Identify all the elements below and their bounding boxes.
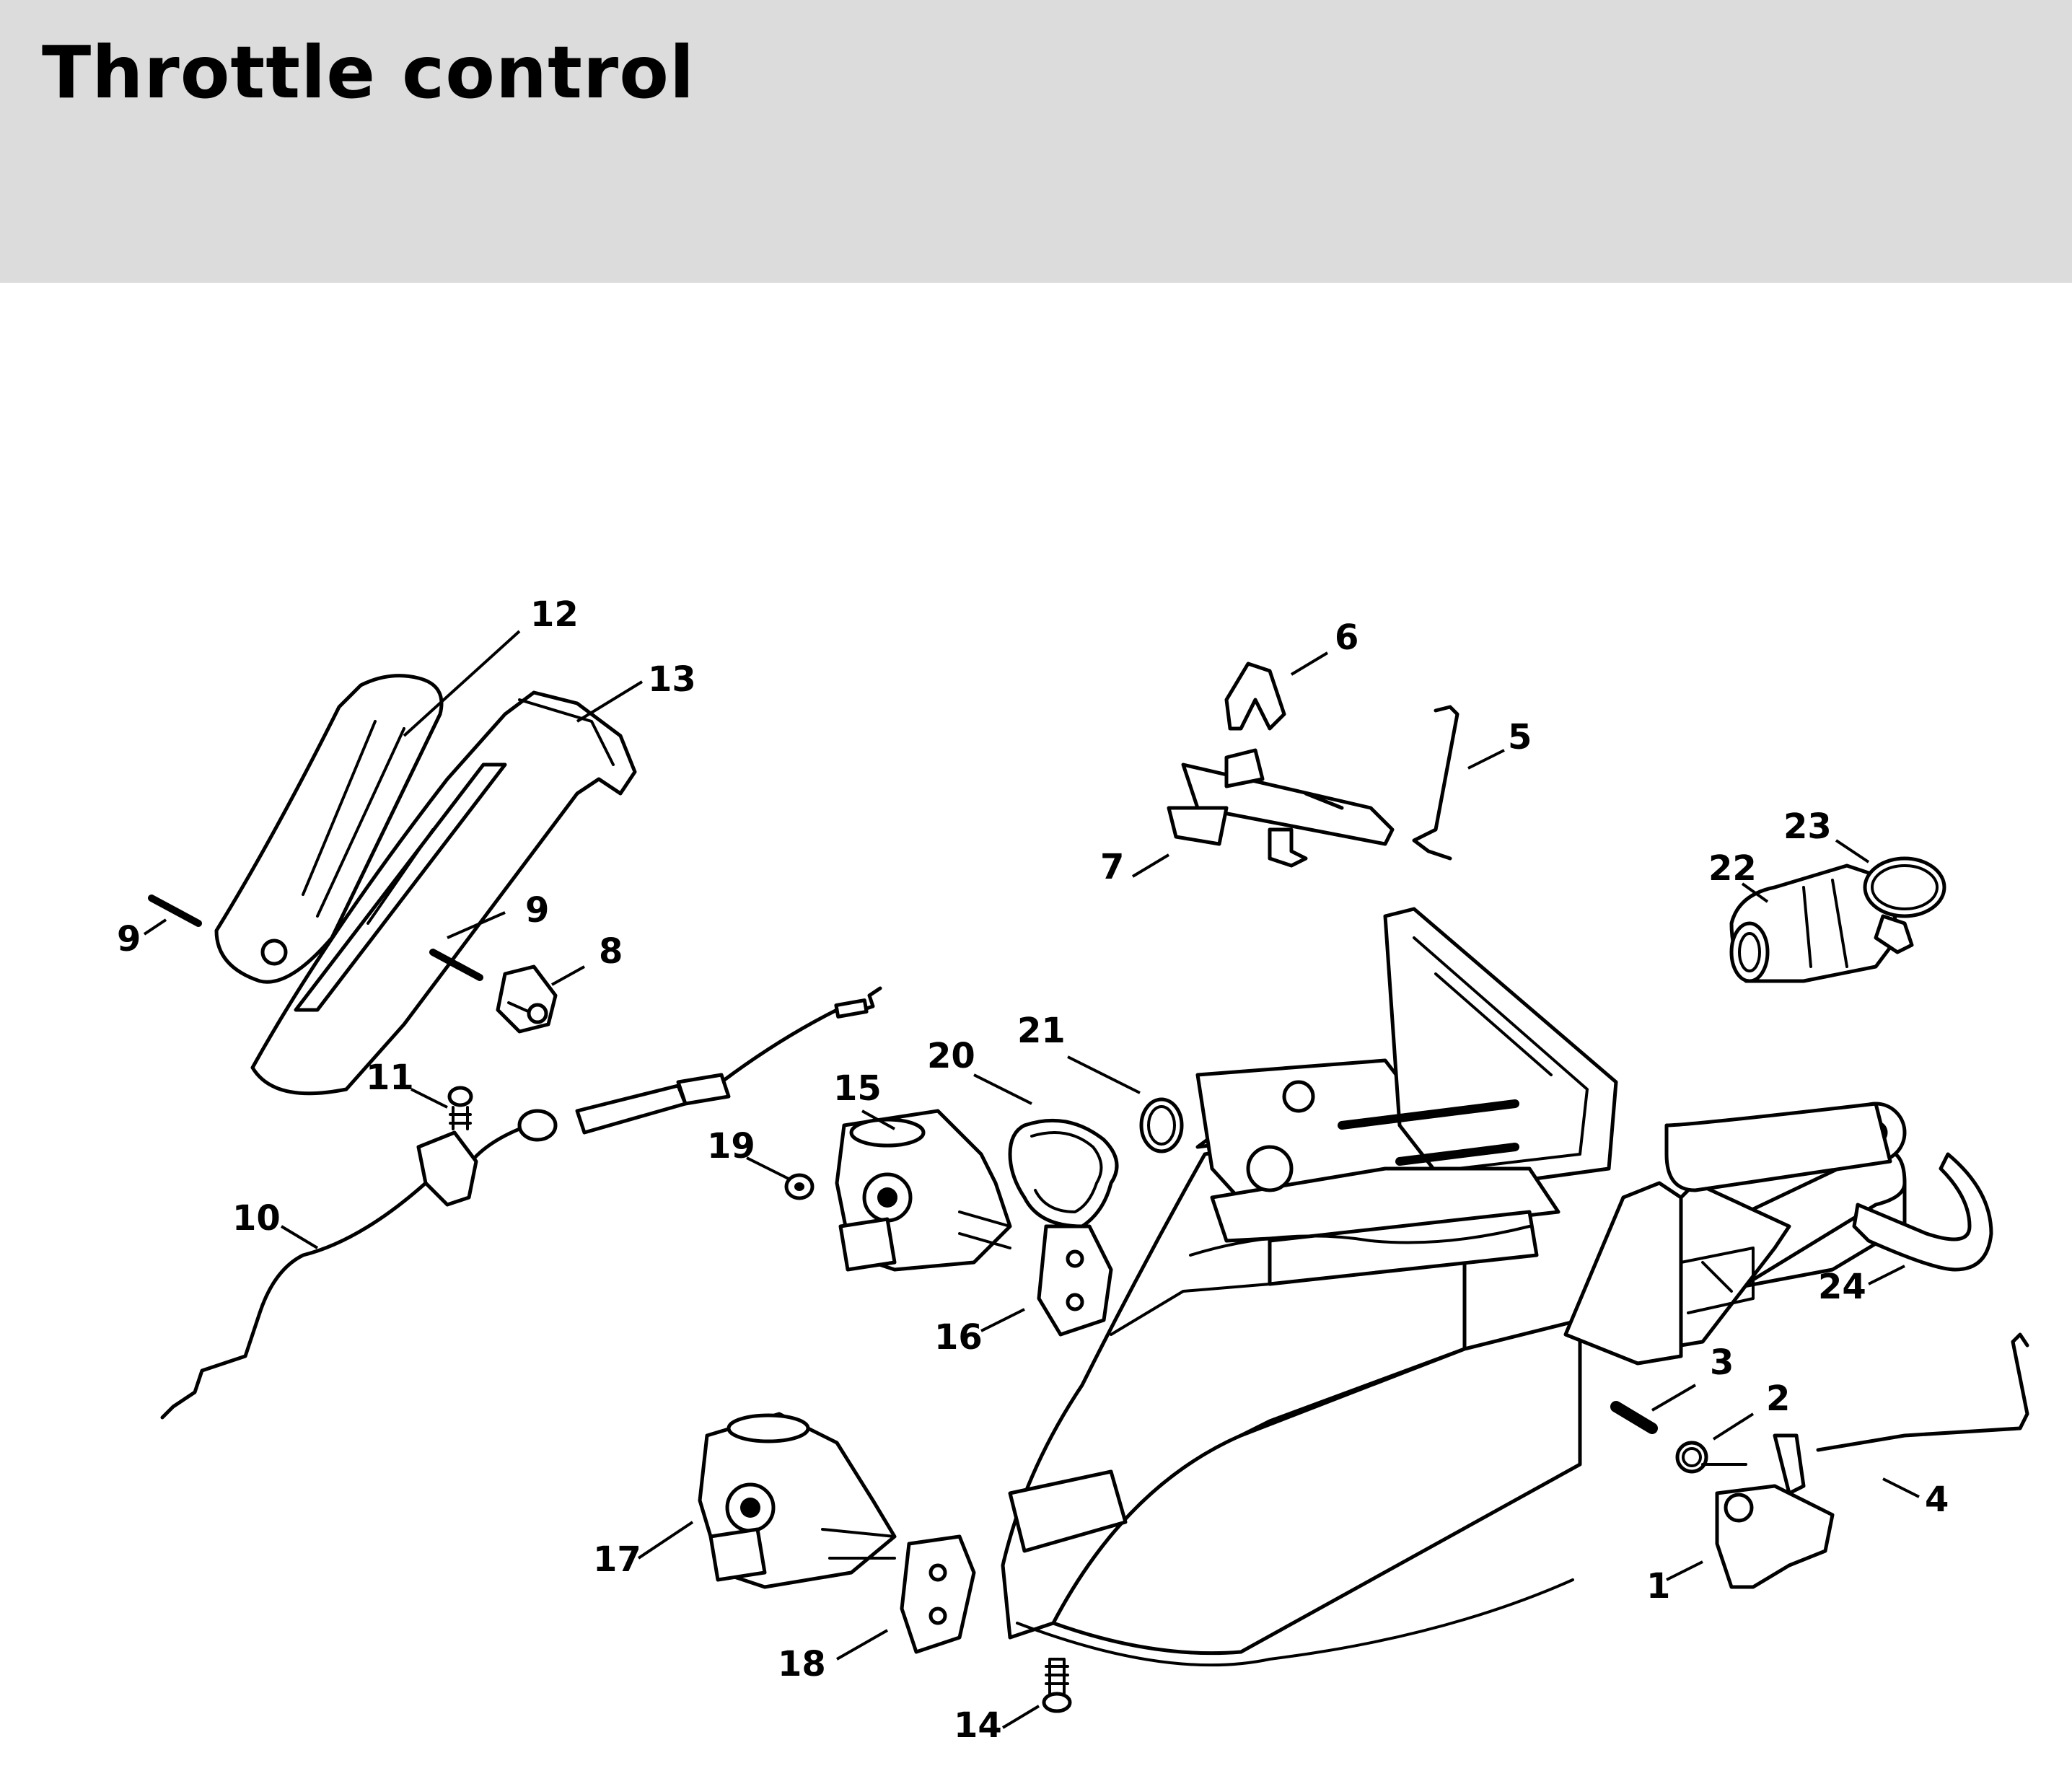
header-bar: Throttle control [0,0,2072,283]
part-19-nut [784,1173,815,1200]
callout-12: 12 [530,594,579,635]
callout-6: 6 [1335,617,1358,658]
part-13-handle-frame [250,690,637,1096]
callout-19: 19 [707,1126,755,1166]
callout-4: 4 [1925,1480,1949,1520]
callout-23: 23 [1783,806,1832,847]
callout-10: 10 [232,1198,281,1239]
callout-11: 11 [366,1058,414,1098]
page-title: Throttle control [42,30,695,115]
callout-3: 3 [1710,1342,1734,1383]
callout-18: 18 [778,1644,826,1684]
part-7-throttle-shaft [1167,748,1395,868]
callout-15: 15 [833,1068,882,1109]
callout-13: 13 [648,659,696,700]
part-20-gasket-ring [1008,1118,1119,1228]
part-17-carburetor [698,1412,897,1589]
part-21-sleeve [1139,1097,1184,1153]
callout-21: 21 [1017,1011,1066,1051]
part-9-pin-right [429,949,483,981]
part-2-spring [1675,1441,1747,1474]
part-9-pin-left [148,894,202,927]
part-10-throttle-cable [160,986,882,1420]
callout-7: 7 [1100,847,1124,887]
callout-1: 1 [1646,1566,1670,1606]
part-15-carburetor [835,1109,1012,1272]
callout-17: 17 [593,1539,641,1580]
part-8-lever [496,964,558,1034]
part-12-handle-molding [214,674,444,984]
callout-2: 2 [1766,1379,1790,1419]
part-3-pin [1610,1401,1658,1434]
part-11-screw [447,1086,473,1130]
part-22-boot [1729,863,1900,983]
callout-22: 22 [1708,848,1757,889]
callout-5: 5 [1508,717,1532,757]
callout-9-left: 9 [117,919,141,959]
callout-24: 24 [1818,1267,1866,1307]
part-24-hose [1852,1152,1993,1272]
callout-16: 16 [934,1317,983,1358]
part-1-throttle-trigger [1715,1433,1835,1589]
part-5-spring-rod [1412,705,1459,861]
callout-9-right: 9 [525,890,549,931]
part-6-lever [1224,661,1286,731]
callout-14: 14 [954,1705,1002,1746]
callout-20: 20 [927,1036,975,1076]
callout-8: 8 [599,931,623,972]
part-16-gasket [1037,1224,1113,1337]
part-18-gasket [900,1534,976,1654]
part-4-throttle-rod [1816,1332,2029,1452]
part-14-bolt [1042,1658,1072,1713]
handle-housing [1001,907,1907,1667]
part-23-clamp [1863,856,1946,954]
